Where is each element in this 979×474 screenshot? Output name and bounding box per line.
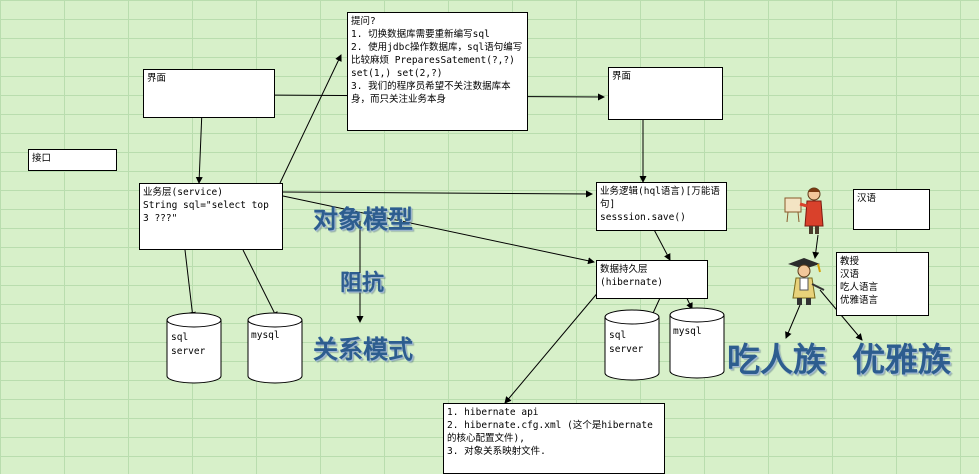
arrow-service-to-persistence <box>282 195 595 265</box>
arrow-service-to-mysql <box>242 249 278 319</box>
arrow-ui-to-service <box>195 109 203 184</box>
sqlserver-left-label: sql server <box>171 332 206 357</box>
arrow-professor-to-cannibals <box>785 304 801 339</box>
ui-box-right: 界面 <box>608 67 723 120</box>
object-model-label: 对象模型 <box>313 205 414 234</box>
business-logic-box: 业务逻辑(hql语言)[万能语句] sesssion.save() <box>596 182 727 231</box>
arrow-service-to-business <box>282 190 593 198</box>
interface-box: 接口 <box>28 149 117 171</box>
database-sqlserver-left <box>166 312 222 384</box>
arrow-service-to-question <box>279 54 342 184</box>
arrow-woman-to-professor <box>812 234 820 259</box>
elegant-label: 优雅族 <box>852 340 951 379</box>
arrow-persistence-to-notes <box>504 289 601 404</box>
database-mysql-right <box>669 307 725 379</box>
professor-figure-icon <box>788 258 825 305</box>
mysql-left-label: mysql <box>251 330 280 341</box>
teacher-figure-icon <box>784 187 824 234</box>
chinese-box: 汉语 <box>853 189 930 230</box>
mysql-right-label: mysql <box>673 326 702 337</box>
ui-box-left: 界面 <box>143 69 275 118</box>
database-mysql-left <box>247 312 303 384</box>
impedance-label: 阻抗 <box>340 271 385 296</box>
professor-box: 教授 汉语 吃人语言 优雅语言 <box>836 252 929 316</box>
cannibals-label: 吃人族 <box>727 340 826 379</box>
service-layer-box: 业务层(service) String sql="select top 3 ??… <box>139 183 283 250</box>
arrow-service-to-sqlserver <box>184 249 196 319</box>
hibernate-notes-box: 1. hibernate api 2. hibernate.cfg.xml (这… <box>443 403 665 474</box>
persistence-layer-box: 数据持久层 (hibernate) <box>596 260 708 299</box>
question-box: 提问? 1. 切换数据库需要重新编写sql 2. 使用jdbc操作数据库，sql… <box>347 12 528 131</box>
sqlserver-right-label: sql server <box>609 330 644 355</box>
database-sqlserver-right <box>604 309 660 381</box>
relational-model-label: 关系模式 <box>313 335 414 364</box>
